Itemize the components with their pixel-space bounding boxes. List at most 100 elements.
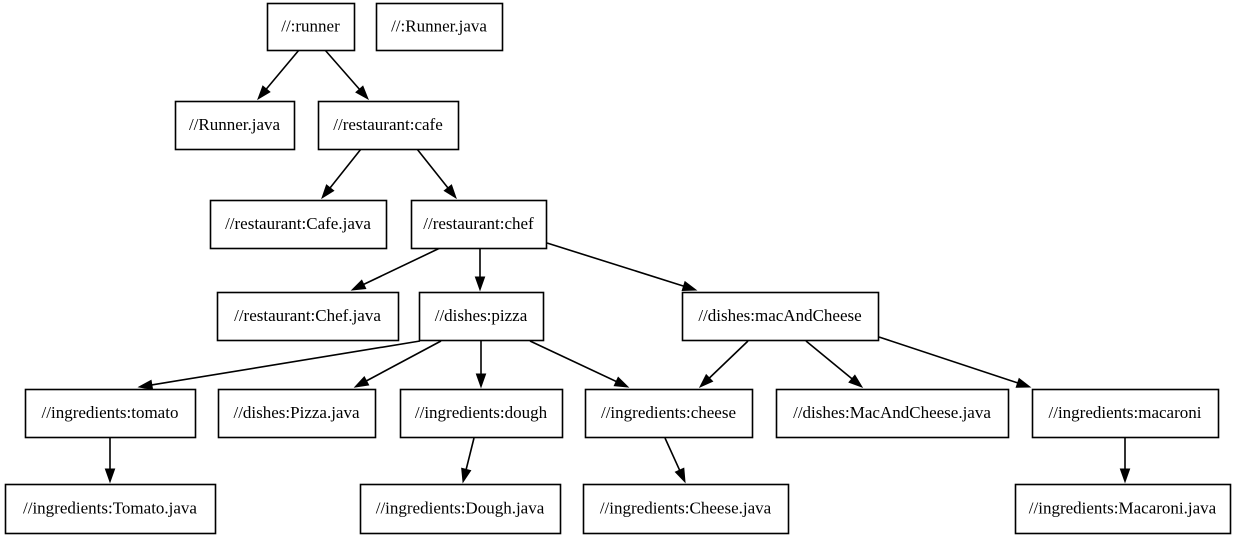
edge-arrowhead-icon (350, 279, 367, 291)
node-box[interactable] (359, 483, 562, 535)
graph-node-cafe_java[interactable]: //restaurant:Cafe.java (209, 199, 388, 250)
edge-line (265, 49, 300, 90)
graph-edge (104, 438, 116, 484)
graph-node-restaurant_cafe[interactable]: //restaurant:cafe (317, 100, 460, 151)
edge-arrowhead-icon (257, 85, 271, 101)
edge-line (324, 49, 361, 90)
node-label: //ingredients:Cheese.java (600, 498, 772, 517)
graph-edge (878, 336, 1032, 388)
node-label: //restaurant:Chef.java (234, 306, 381, 325)
edge-arrowhead-icon (474, 276, 486, 292)
node-label: //restaurant:cafe (333, 115, 443, 134)
node-box[interactable] (266, 2, 356, 52)
graph-node-runner_java[interactable]: //Runner.java (174, 100, 296, 151)
graph-edges-layer (104, 49, 1131, 484)
edge-line (805, 340, 853, 380)
edge-arrowhead-icon (104, 468, 116, 484)
graph-node-pizza_java[interactable]: //dishes:Pizza.java (217, 388, 377, 439)
node-box[interactable] (174, 100, 296, 151)
graph-node-ing_cheese[interactable]: //ingredients:cheese (584, 388, 754, 439)
node-box[interactable] (399, 388, 564, 439)
node-label: //ingredients:macaroni (1049, 403, 1202, 422)
graph-edge (350, 247, 441, 291)
graph-node-dishes_pizza[interactable]: //dishes:pizza (418, 291, 545, 342)
node-box[interactable] (216, 291, 400, 342)
graph-nodes-layer: //:runner //:Runner.java //Runner.java //re… (4, 2, 1232, 535)
edge-arrowhead-icon (475, 373, 487, 389)
graph-edge (475, 341, 487, 389)
graph-edge (353, 340, 442, 388)
edge-arrowhead-icon (461, 467, 472, 484)
node-label: //ingredients:dough (415, 403, 548, 422)
edge-line (878, 336, 1018, 384)
node-box[interactable] (584, 388, 754, 439)
edge-arrowhead-icon (353, 375, 370, 388)
node-box[interactable] (375, 2, 504, 52)
graph-node-ing_tomato[interactable]: //ingredients:tomato (24, 388, 197, 439)
graph-node-macaroni_java[interactable]: //ingredients:Macaroni.java (1014, 483, 1232, 535)
graph-edge (698, 340, 749, 389)
graph-node-ing_dough[interactable]: //ingredients:dough (399, 388, 564, 439)
node-label: //restaurant:Cafe.java (225, 214, 371, 233)
node-box[interactable] (317, 100, 460, 151)
edge-line (708, 340, 749, 379)
graph-edge (416, 148, 457, 200)
graph-edge (461, 437, 475, 484)
edge-arrowhead-icon (321, 184, 335, 200)
edge-line (529, 340, 617, 383)
edge-line (664, 437, 681, 471)
edge-line (363, 247, 441, 286)
node-label: //:runner (281, 16, 340, 35)
node-box[interactable] (418, 291, 545, 342)
edge-arrowhead-icon (674, 467, 686, 484)
edge-line (546, 242, 684, 287)
graph-edge (529, 340, 630, 388)
edge-line (366, 340, 442, 382)
node-label: //ingredients:tomato (42, 403, 179, 422)
graph-edge (324, 49, 369, 101)
node-box[interactable] (24, 388, 197, 439)
graph-edge (137, 340, 421, 391)
node-label: //restaurant:chef (423, 214, 534, 233)
node-box[interactable] (217, 388, 377, 439)
node-box[interactable] (775, 388, 1010, 439)
edge-arrowhead-icon (698, 373, 714, 389)
graph-node-cheese_java[interactable]: //ingredients:Cheese.java (582, 483, 790, 535)
graph-node-tomato_java[interactable]: //ingredients:Tomato.java (4, 483, 217, 535)
edge-arrowhead-icon (613, 376, 630, 388)
graph-node-dough_java[interactable]: //ingredients:Dough.java (359, 483, 562, 535)
node-box[interactable] (4, 483, 217, 535)
edge-arrowhead-icon (681, 280, 698, 292)
graph-edge (1119, 438, 1131, 484)
node-box[interactable] (209, 199, 388, 250)
graph-edge (805, 340, 864, 388)
node-label: //ingredients:Macaroni.java (1029, 498, 1217, 517)
node-label: //:Runner.java (391, 16, 487, 35)
graph-edge (546, 242, 698, 292)
graph-node-runner[interactable]: //:runner (266, 2, 356, 52)
edge-arrowhead-icon (1119, 468, 1131, 484)
graph-node-runner_java_root[interactable]: //:Runner.java (375, 2, 504, 52)
graph-edge (664, 437, 686, 484)
edge-line (151, 340, 421, 386)
edge-arrowhead-icon (355, 85, 369, 101)
node-label: //dishes:MacAndCheese.java (793, 403, 991, 422)
graph-node-restaurant_chef[interactable]: //restaurant:chef (410, 199, 548, 250)
graph-node-chef_java[interactable]: //restaurant:Chef.java (216, 291, 400, 342)
node-label: //Runner.java (189, 115, 281, 134)
node-box[interactable] (410, 199, 548, 250)
edge-line (465, 437, 475, 470)
node-box[interactable] (582, 483, 790, 535)
graph-node-mac_java[interactable]: //dishes:MacAndCheese.java (775, 388, 1010, 439)
node-box[interactable] (681, 291, 880, 342)
edge-line (329, 148, 362, 189)
node-label: //dishes:pizza (435, 306, 528, 325)
node-box[interactable] (1031, 388, 1220, 439)
edge-arrowhead-icon (443, 184, 457, 200)
node-box[interactable] (1014, 483, 1232, 535)
node-label: //ingredients:cheese (601, 403, 736, 422)
graph-node-dishes_mac[interactable]: //dishes:macAndCheese (681, 291, 880, 342)
graph-node-ing_macaroni[interactable]: //ingredients:macaroni (1031, 388, 1220, 439)
